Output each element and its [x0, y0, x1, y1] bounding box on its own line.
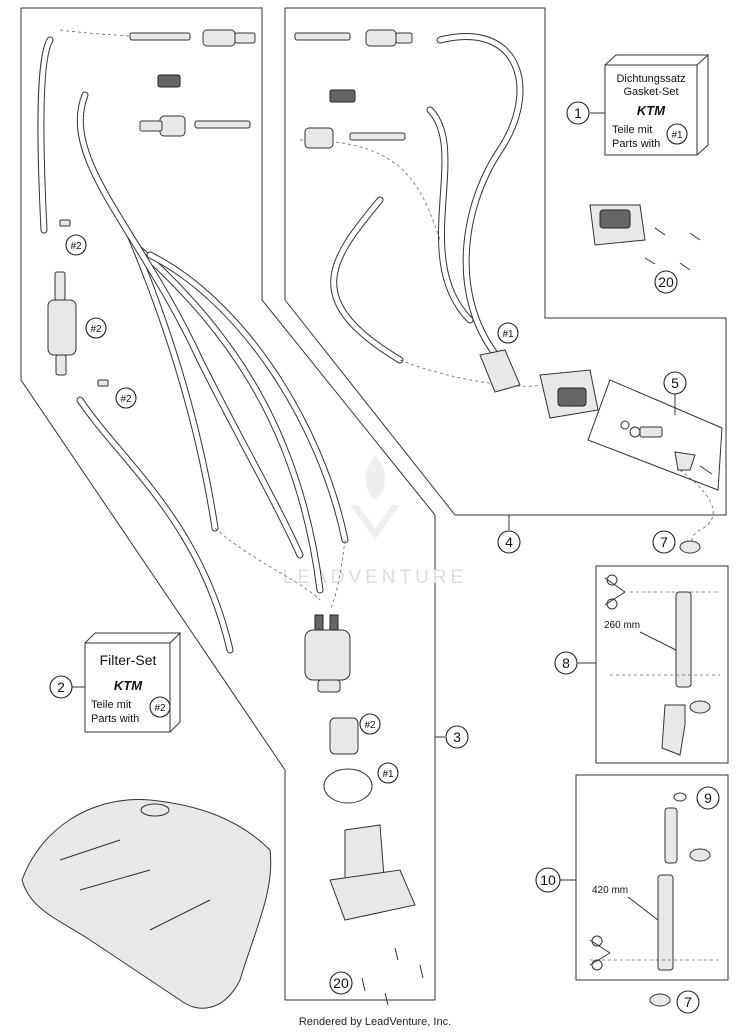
dimension-260mm: 260 mm — [604, 620, 640, 631]
ref-marker-left-1: #2 — [65, 234, 87, 256]
ref-marker-middle: #1 — [497, 322, 519, 344]
hose-kit-10 — [589, 792, 720, 1007]
filter-set-line3: Teile mit — [91, 699, 131, 711]
gasket-set-brand: KTM — [637, 103, 666, 118]
fuel-filter[interactable] — [47, 299, 77, 356]
filter-set-ref: #2 — [154, 703, 166, 714]
callout-10[interactable]: 10 — [535, 867, 576, 893]
fuel-pump[interactable] — [304, 614, 351, 693]
hose-kit-frame-8 — [595, 565, 729, 764]
filter-set-title: Filter-Set — [100, 652, 157, 668]
filter-set-brand: KTM — [114, 678, 143, 693]
callout-7-bottom[interactable]: 7 — [676, 990, 700, 1014]
svg-text:#1: #1 — [382, 769, 394, 780]
gasket-set-line4: Parts with — [612, 138, 660, 150]
filter-set-line4: Parts with — [91, 713, 139, 725]
svg-text:8: 8 — [562, 655, 570, 671]
callout-4[interactable]: 4 — [497, 515, 521, 554]
ref-marker-pump-1: #2 — [359, 713, 381, 735]
left-fittings — [47, 29, 256, 387]
callout-3[interactable]: 3 — [435, 725, 469, 749]
ref-marker-left-3: #2 — [115, 387, 137, 409]
svg-text:20: 20 — [333, 975, 349, 991]
bolts-20 — [361, 947, 424, 1006]
middle-fittings — [294, 29, 413, 149]
gasket-set-box: Dichtungssatz Gasket-Set KTM Teile mit P… — [604, 53, 709, 156]
ref-marker-left-2: #2 — [85, 317, 107, 339]
dimension-420mm: 420 mm — [592, 885, 628, 896]
svg-text:3: 3 — [453, 729, 461, 745]
svg-text:7: 7 — [660, 534, 668, 550]
callout-20-bottom[interactable]: 20 — [329, 971, 353, 995]
svg-text:#2: #2 — [90, 324, 102, 335]
svg-text:1: 1 — [574, 105, 582, 121]
middle-hoses — [299, 33, 714, 551]
flange-assembly — [479, 349, 599, 419]
svg-text:2: 2 — [57, 679, 65, 695]
callout-2[interactable]: 2 — [49, 675, 85, 699]
fuel-tank[interactable] — [21, 799, 272, 1009]
callout-8[interactable]: 8 — [554, 651, 596, 675]
top-right-flange — [589, 204, 701, 271]
svg-text:4: 4 — [505, 534, 513, 550]
watermark-logo — [350, 455, 400, 540]
pump-filter-and-gasket — [323, 717, 373, 804]
left-hoses — [37, 29, 349, 654]
callout-1[interactable]: 1 — [566, 101, 605, 125]
svg-text:#2: #2 — [364, 720, 376, 731]
svg-text:#2: #2 — [70, 241, 82, 252]
gasket-set-title-en: Gasket-Set — [623, 86, 678, 98]
svg-text:5: 5 — [671, 375, 679, 391]
gasket-set-title-de: Dichtungssatz — [616, 73, 685, 85]
pump-housing[interactable] — [329, 824, 416, 921]
hose-kit-frame-10 — [575, 774, 729, 981]
svg-text:#2: #2 — [120, 394, 132, 405]
svg-text:10: 10 — [540, 872, 556, 888]
footer-credit: Rendered by LeadVenture, Inc. — [298, 1016, 452, 1028]
callout-5[interactable]: 5 — [663, 371, 687, 415]
part-5-kit — [587, 379, 723, 491]
gasket-set-line3: Teile mit — [612, 124, 652, 136]
left-assembly-frame — [20, 7, 436, 1001]
hose-kit-8 — [604, 540, 720, 756]
callout-9[interactable]: 9 — [696, 786, 720, 810]
callout-20-top[interactable]: 20 — [654, 270, 678, 294]
svg-text:9: 9 — [704, 790, 712, 806]
svg-text:#1: #1 — [502, 329, 514, 340]
gasket-set-ref: #1 — [671, 130, 683, 141]
ref-marker-pump-2: #1 — [377, 762, 399, 784]
filter-set-box: Filter-Set KTM Teile mit Parts with #2 — [84, 631, 181, 733]
svg-text:20: 20 — [658, 274, 674, 290]
watermark-text: LEADVENTURE — [283, 567, 467, 588]
callout-7-top[interactable]: 7 — [652, 530, 676, 554]
svg-text:7: 7 — [684, 994, 692, 1010]
middle-assembly-frame — [284, 7, 727, 516]
